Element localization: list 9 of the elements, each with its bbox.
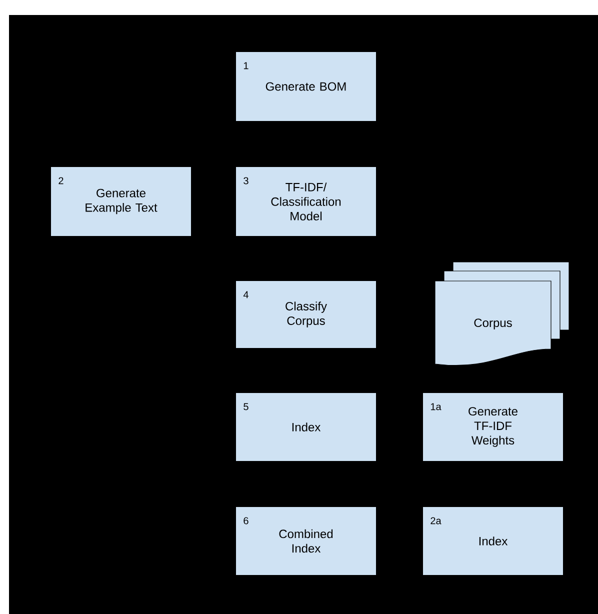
step-number: 5	[244, 403, 248, 410]
step-number: 1a	[430, 403, 442, 410]
step-number: 2a	[430, 517, 442, 524]
step-number: 1	[244, 62, 248, 70]
step-number: 6	[244, 517, 248, 524]
step-number: 2	[58, 177, 64, 184]
step-number: 3	[244, 177, 248, 184]
document-stack: Corpus	[434, 262, 570, 366]
step-number: 4	[243, 291, 248, 298]
